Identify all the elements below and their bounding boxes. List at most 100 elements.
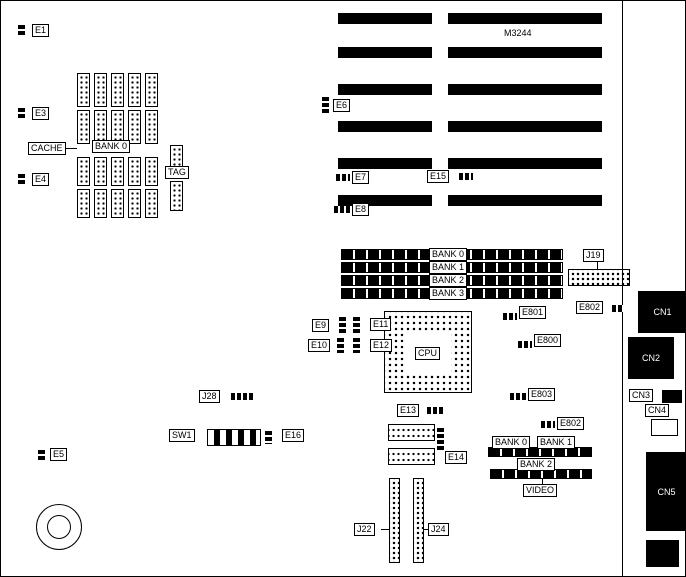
connector-cn5-label: CN5 <box>657 486 676 497</box>
cache-chip <box>94 189 107 218</box>
jumper-label-e5: E5 <box>50 448 68 461</box>
jumper-label-e1: E1 <box>32 24 50 37</box>
cache-chip <box>145 189 158 218</box>
jumper-pins-e803 <box>510 393 526 400</box>
jumper-pins-e9 <box>339 317 346 334</box>
jumper-label-e4: E4 <box>32 173 50 186</box>
jumper-label-e10: E10 <box>308 339 331 352</box>
jumper-pins-e14 <box>437 428 444 450</box>
board-model-label: M3244 <box>504 28 532 38</box>
isa-slot-4-short <box>338 121 432 132</box>
j19-arrow-line <box>597 262 598 269</box>
jumper-label-e7: E7 <box>352 171 370 184</box>
isa-slot-6-short <box>338 195 432 206</box>
connector-cn1: CN1 <box>638 291 685 333</box>
isa-slot-2-short <box>338 47 432 58</box>
cache-chip <box>94 110 107 144</box>
cache-chip <box>77 73 90 107</box>
cache-chip <box>77 189 90 218</box>
cache-chip <box>111 110 124 144</box>
cache-bank0-label: BANK 0 <box>92 140 131 153</box>
jumper-pins-e8 <box>334 206 350 213</box>
connector-cn2: CN2 <box>628 337 674 379</box>
connector-bottom-right <box>646 540 679 567</box>
jumper-pins-e13 <box>427 407 445 414</box>
jumper-label-e800: E800 <box>534 334 562 347</box>
jumper-label-e8: E8 <box>352 203 370 216</box>
pin-header-j24 <box>413 478 424 563</box>
ic-chip <box>388 448 435 465</box>
battery-inner <box>47 515 71 539</box>
cache-chip <box>145 110 158 144</box>
jumper-label-e12: E12 <box>370 339 393 352</box>
j22-arrow-line <box>381 529 389 530</box>
cache-chip <box>128 189 141 218</box>
simm-bank2-label: BANK 2 <box>429 274 468 287</box>
cache-chip <box>94 73 107 107</box>
pin-header-j19 <box>568 269 630 286</box>
board-edge-line <box>622 1 623 576</box>
jumper-pins-e3 <box>18 108 25 120</box>
cache-chip <box>77 157 90 186</box>
connector-cn3-label: CN3 <box>629 389 654 402</box>
header-label-j19: J19 <box>583 249 604 262</box>
header-label-j28: J28 <box>199 390 220 403</box>
cache-chip <box>145 73 158 107</box>
video-bank1-label: BANK 1 <box>537 436 576 449</box>
pin-header-j22 <box>389 478 400 563</box>
tag-chip <box>170 181 183 211</box>
jumper-pins-j28 <box>231 393 253 400</box>
jumper-label-e6: E6 <box>333 99 351 112</box>
jumper-label-e802-bottom: E802 <box>557 417 585 430</box>
jumper-pins-e4 <box>18 174 25 186</box>
jumper-label-e3: E3 <box>32 107 50 120</box>
isa-slot-5-short <box>338 158 432 169</box>
cache-chip <box>94 157 107 186</box>
isa-slot-1-short <box>338 13 432 24</box>
isa-slot-4-long <box>448 121 602 132</box>
jumper-pins-e802-top <box>612 305 624 312</box>
cache-chip <box>128 110 141 144</box>
connector-cn5: CN5 <box>646 452 685 531</box>
jumper-pins-e6 <box>322 97 329 113</box>
switch-label-sw1: SW1 <box>169 429 195 442</box>
jumper-pins-e5 <box>38 450 45 462</box>
cache-chip <box>145 157 158 186</box>
jumper-label-e801: E801 <box>519 306 547 319</box>
cache-arrow-line <box>66 148 77 149</box>
cache-chip <box>111 157 124 186</box>
header-label-j22: J22 <box>354 523 375 536</box>
jumper-label-e13: E13 <box>397 404 420 417</box>
jumper-label-e9: E9 <box>312 319 330 332</box>
video-label: VIDEO <box>523 484 558 497</box>
cache-chip <box>128 157 141 186</box>
isa-slot-5-long <box>448 158 602 169</box>
jumper-label-e11: E11 <box>370 318 392 331</box>
ic-chip <box>388 424 435 441</box>
connector-cn4-label: CN4 <box>645 404 670 417</box>
isa-slot-2-long <box>448 47 602 58</box>
simm-bank0-label: BANK 0 <box>429 248 468 261</box>
isa-slot-6-long <box>448 195 602 206</box>
isa-slot-3-short <box>338 84 432 95</box>
cache-chip <box>128 73 141 107</box>
jumper-label-e14: E14 <box>445 451 468 464</box>
jumper-pins-e802-bottom <box>541 421 555 428</box>
jumper-pins-e10 <box>337 338 344 353</box>
cpu-label: CPU <box>415 347 441 360</box>
connector-cn4 <box>651 419 678 436</box>
jumper-label-e15: E15 <box>427 170 450 183</box>
isa-slot-3-long <box>448 84 602 95</box>
video-bank0-label: BANK 0 <box>492 436 531 449</box>
connector-cn3 <box>662 390 682 403</box>
jumper-pins-e1 <box>18 25 25 37</box>
isa-slot-1-long <box>448 13 602 24</box>
connector-cn1-label: CN1 <box>653 307 672 317</box>
jumper-pins-e11 <box>353 317 360 334</box>
jumper-label-e802-top: E802 <box>576 301 604 314</box>
jumper-pins-e800 <box>518 341 532 348</box>
dip-switch-sw1 <box>207 429 261 446</box>
video-arrow-line <box>542 479 543 485</box>
j24-arrow-line <box>424 529 428 530</box>
